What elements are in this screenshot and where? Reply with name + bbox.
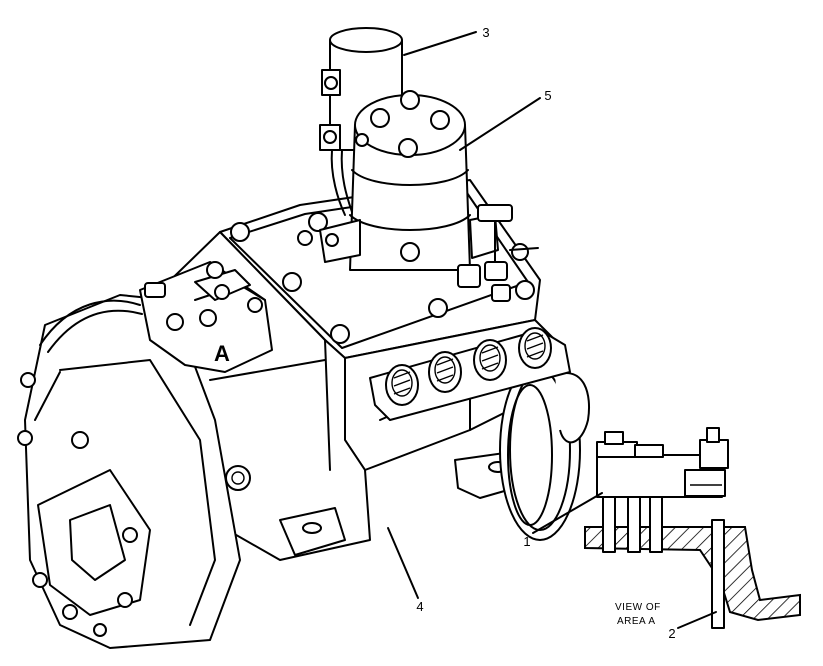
leader-3	[403, 31, 477, 56]
callout-2: 2	[668, 626, 675, 641]
callout-4: 4	[416, 599, 423, 614]
leader-4	[387, 527, 419, 599]
view-note-line2: AREA A	[617, 616, 656, 627]
front-housing	[17, 294, 241, 649]
area-a-letter: A	[214, 341, 230, 366]
hydraulic-head	[319, 90, 539, 302]
leader-lines	[387, 31, 717, 629]
view-note-line1: VIEW OF	[615, 602, 661, 613]
filter-cylinder	[319, 27, 403, 216]
detail-view-area-a	[584, 427, 801, 629]
drive-pulley	[499, 359, 590, 541]
area-a-cover: A	[139, 261, 273, 373]
leader-2	[677, 611, 717, 629]
leader-5	[459, 97, 541, 151]
leader-1	[532, 492, 603, 534]
callout-1: 1	[523, 534, 530, 549]
callout-5: 5	[544, 88, 551, 103]
delivery-valve-outlets	[369, 327, 571, 421]
callout-3: 3	[482, 25, 489, 40]
